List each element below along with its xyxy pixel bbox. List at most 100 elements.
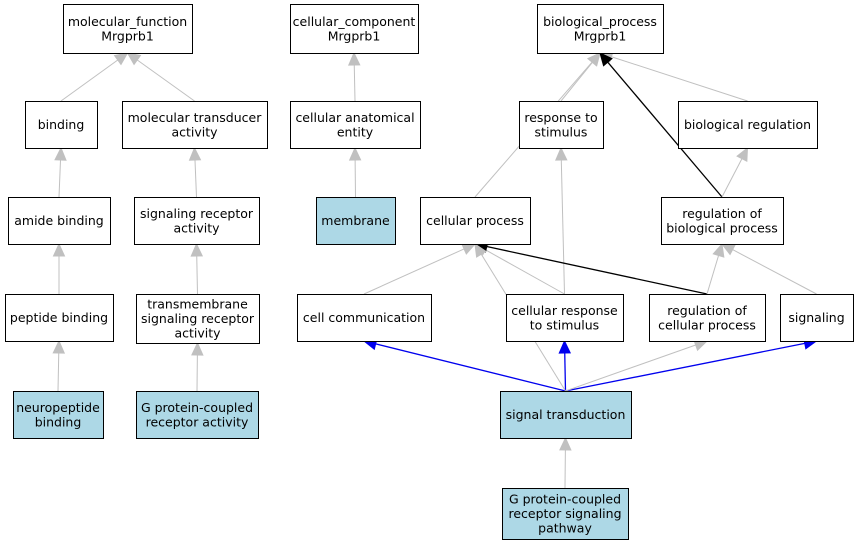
go-term-node-cc2[interactable]: cell communication (297, 294, 432, 342)
edge-arrowhead (555, 146, 568, 161)
node-label-line: Mrgprb1 (574, 28, 627, 43)
edge-line (58, 159, 62, 198)
node-label-line: activity (171, 124, 218, 139)
node-label-line: neuropeptide (16, 400, 100, 415)
edge-sig-to-rbp (720, 243, 817, 295)
edge-arrowhead (461, 243, 477, 255)
go-term-node-pep[interactable]: peptide binding (5, 294, 114, 342)
edge-mta-to-mf (126, 52, 195, 102)
node-label-line: molecular transducer (128, 110, 263, 125)
edge-line (485, 249, 565, 295)
node-label-line: peptide binding (10, 310, 108, 325)
edge-arrowhead (348, 146, 362, 161)
node-label-line: entity (337, 124, 374, 139)
node-label-line: Mrgprb1 (101, 28, 154, 43)
go-term-node-breg[interactable]: biological regulation (678, 101, 818, 149)
node-box (500, 391, 632, 439)
go-term-node-sig[interactable]: signaling (780, 294, 854, 342)
node-box (316, 197, 396, 245)
node-box (290, 4, 419, 54)
edge-rcp-to-cp (473, 240, 708, 295)
node-label-line: cellular process (426, 213, 524, 228)
node-label-line: signaling (788, 310, 844, 325)
edge-line (565, 342, 805, 392)
edge-rbp-to-breg (721, 146, 749, 198)
node-box (136, 391, 259, 439)
edge-line (560, 159, 565, 295)
edge-breg-to-bp (598, 50, 748, 102)
node-box (63, 4, 193, 54)
node-box (8, 197, 111, 245)
edge-line (194, 159, 197, 198)
edge-arrowhead (191, 341, 204, 356)
node-box (5, 294, 114, 342)
edge-line (57, 352, 60, 392)
node-label-line: receptor signaling (508, 506, 621, 521)
edge-arrowhead (587, 52, 601, 67)
node-label-line: response to (524, 110, 597, 125)
edge-line (353, 64, 356, 102)
node-box (649, 294, 766, 342)
edge-arrowhead (54, 146, 67, 161)
node-box (678, 101, 818, 149)
edge-st-to-rcp (565, 339, 709, 392)
edge-st-to-sig (565, 337, 818, 392)
node-label-line: to stimulus (530, 317, 599, 332)
edge-line (363, 248, 465, 295)
edge-arrowhead (188, 146, 202, 161)
edge-st-to-cc2 (362, 337, 566, 392)
edge-line (196, 255, 198, 295)
edge-cc2-to-cp (363, 243, 477, 295)
edge-gpcrsp-to-st (559, 436, 572, 489)
edge-sra-to-mta (188, 146, 202, 198)
go-term-node-cp[interactable]: cellular process (420, 197, 531, 245)
edge-gpcra-to-tsra (191, 341, 204, 392)
edge-arrowhead (52, 339, 66, 354)
edge-line (560, 61, 593, 102)
edge-arrowhead (113, 52, 129, 66)
edge-amide-to-bind (54, 146, 67, 198)
edge-line (607, 61, 723, 198)
go-term-node-memb[interactable]: membrane (316, 197, 396, 245)
node-box (136, 294, 260, 344)
edge-arrowhead (190, 242, 204, 257)
node-label-line: binding (38, 117, 85, 132)
node-label-line: regulation of (682, 206, 762, 221)
edge-arrowhead (559, 436, 572, 451)
edge-line (565, 344, 696, 392)
node-label-line: transmembrane (147, 297, 248, 312)
go-term-node-amide[interactable]: amide binding (8, 197, 111, 245)
edge-st-to-crs (558, 339, 572, 392)
edge-arrowhead (736, 146, 749, 162)
edge-crs-to-cp (473, 243, 565, 295)
node-label-line: G protein-coupled (141, 400, 253, 415)
node-label-line: membrane (321, 213, 390, 228)
edge-line (611, 56, 748, 102)
edge-line (136, 59, 195, 102)
node-label-line: pathway (538, 521, 592, 536)
edge-line (564, 352, 567, 392)
node-label-line: cellular response (511, 303, 618, 318)
edge-npb-to-pep (52, 339, 66, 392)
edge-layer (52, 50, 818, 489)
go-term-node-bind[interactable]: binding (25, 101, 98, 149)
go-term-node-st[interactable]: signal transduction (500, 391, 632, 439)
edge-arrowhead (474, 242, 487, 258)
edge-line (732, 249, 817, 295)
